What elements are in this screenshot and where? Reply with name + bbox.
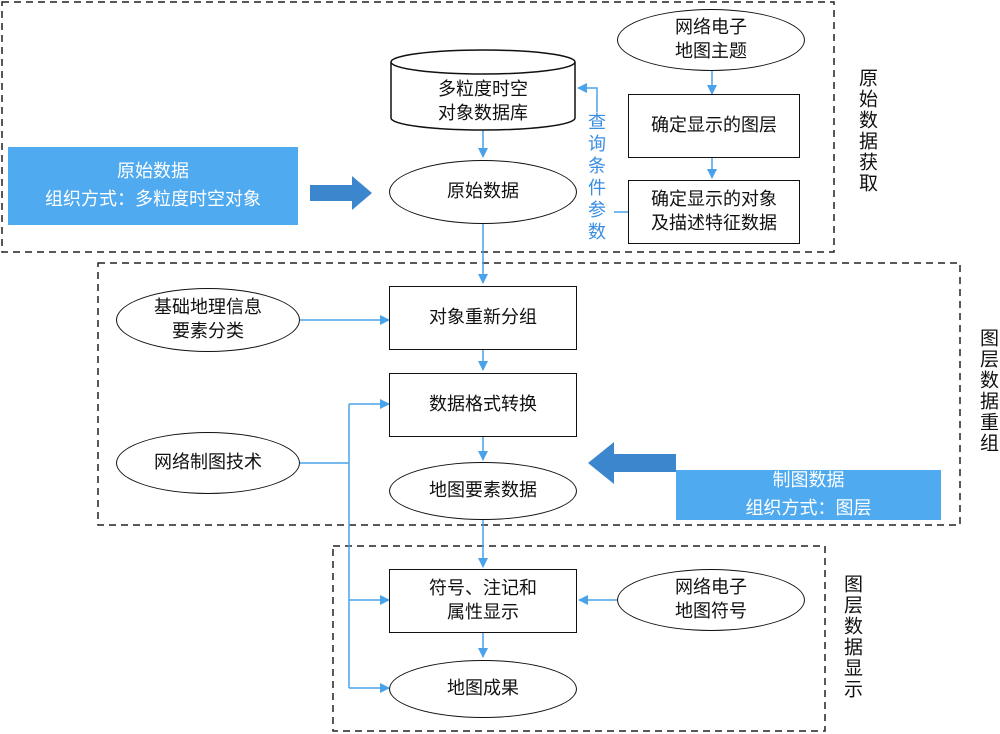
raw-data-source-title: 原始数据	[117, 161, 189, 182]
thick-arrow-map-in	[588, 442, 676, 484]
thick-arrow-raw-in	[310, 176, 372, 210]
raw-data-node: 原始数据	[389, 160, 577, 224]
feature-data-node: 地图要素数据	[389, 462, 577, 520]
objects-node: 确定显示的对象 及描述特征数据	[628, 180, 800, 244]
theme-node: 网络电子 地图主题	[617, 9, 805, 71]
raw-data-source-subtitle: 组织方式：多粒度时空对象	[45, 189, 261, 210]
database-cylinder	[390, 49, 576, 131]
result-node: 地图成果	[389, 660, 577, 718]
raw-data-source-box: 原始数据 组织方式：多粒度时空对象	[8, 147, 298, 225]
map-symbols-node: 网络电子 地图符号	[617, 569, 805, 631]
regroup-node: 对象重新分组	[389, 286, 577, 350]
layers-node: 确定显示的图层	[628, 94, 800, 158]
format-node: 数据格式转换	[389, 373, 577, 437]
section-label-display: 图层数据显示	[841, 574, 863, 700]
section-label-reorganize: 图层数据重组	[977, 328, 999, 454]
classification-node: 基础地理信息 要素分类	[116, 288, 300, 352]
map-data-source-box: 制图数据 组织方式：图层	[676, 470, 941, 520]
reorganize-section-frame	[97, 262, 961, 526]
carto-tech-node: 网络制图技术	[116, 432, 300, 494]
query-params-label: 查询 条件 参数	[580, 112, 614, 244]
symbol-display-node: 符号、注记和 属性显示	[389, 569, 577, 633]
map-data-source-subtitle: 组织方式：图层	[745, 498, 872, 519]
database-node-label: 多粒度时空 对象数据库	[438, 79, 528, 124]
section-label-acquire: 原始数据获取	[856, 68, 878, 194]
map-data-source-title: 制图数据	[772, 470, 845, 491]
display-section-frame	[332, 545, 826, 732]
